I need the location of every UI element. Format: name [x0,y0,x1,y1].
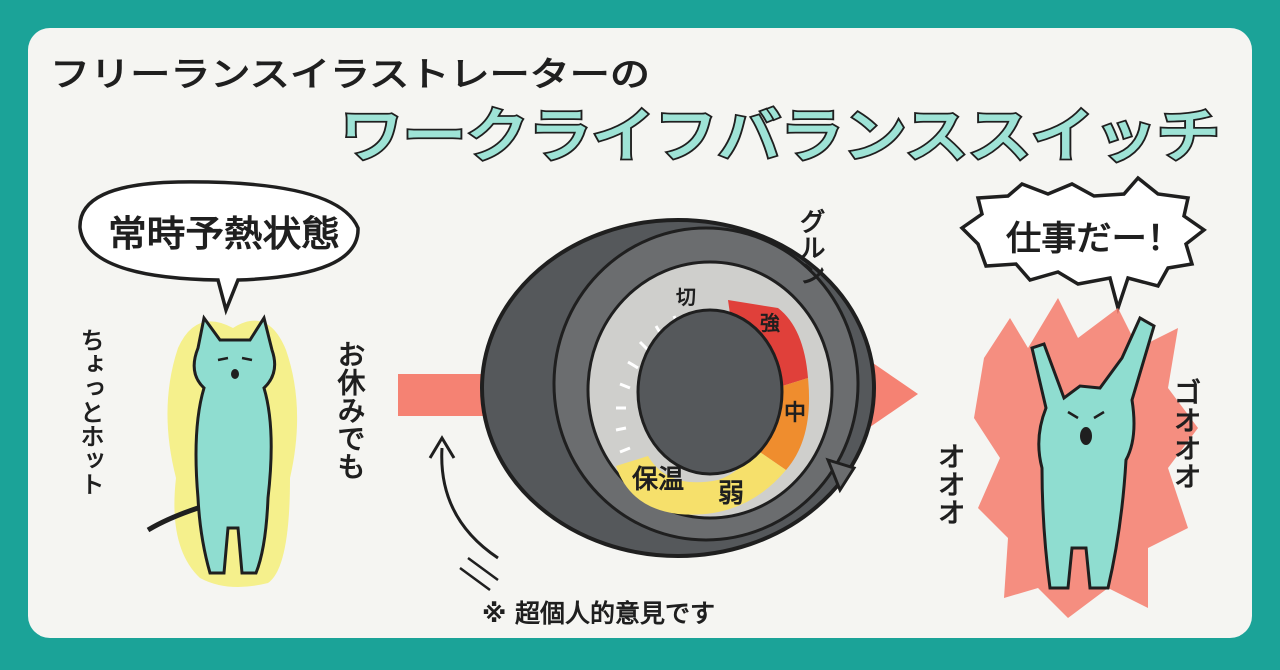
sfx-left: オオオ [934,442,967,526]
knob-pointer [825,457,857,494]
tick-marks [615,315,680,454]
footnote: ※ 超個人的意見です [482,599,715,628]
relaxed-cat [146,314,298,587]
fired-up-cat [974,298,1198,618]
illustration: フリーランスイラストレーターの ワークライフバランススイッチ 常時予熱状態 ちょ… [50,55,1222,628]
title-main: ワークライフバランススイッチ [340,102,1220,170]
knob-label-strong: 強 [760,311,780,335]
knob-label-mid: 中 [784,401,806,426]
left-side-text-right: お休みでも [334,340,367,480]
speech-bubble-left: 常時予熱状態 [78,180,360,316]
speech-left-text: 常時予熱状態 [108,214,340,255]
sfx-right: ゴオオオ [1170,377,1203,490]
heat-knob: 切 強 中 弱 保温 [480,218,876,558]
speech-right-text: 仕事だー！ [1006,219,1182,259]
title-top: フリーランスイラストレーターの [50,55,650,95]
speech-bubble-right: 仕事だー！ [959,175,1207,315]
illustration-card: フリーランスイラストレーターの ワークライフバランススイッチ 常時予熱状態 ちょ… [28,28,1252,638]
spin-sound-text: グルン [795,208,825,286]
rotation-arrow [428,435,499,592]
knob-label-top: 切 [676,285,696,309]
knob-label-weak: 弱 [718,479,744,509]
knob-label-keepwarm: 保温 [631,465,684,495]
left-side-text: ちょっとホット [76,328,104,496]
segment-mid [754,378,810,470]
